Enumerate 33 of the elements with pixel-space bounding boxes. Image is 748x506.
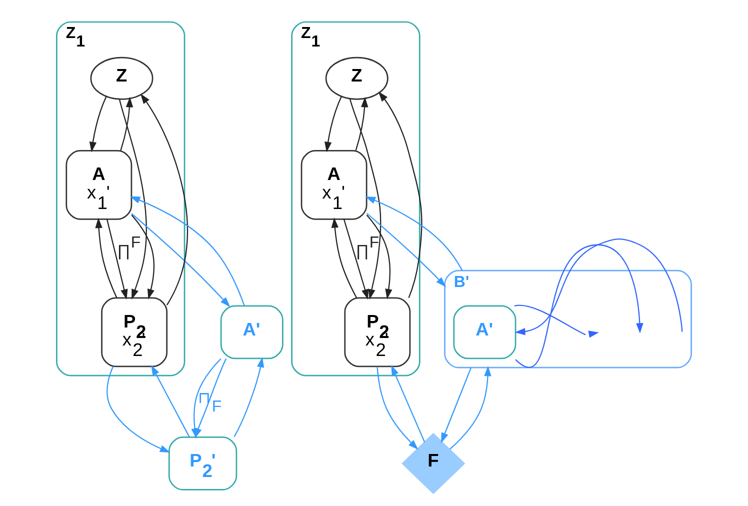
arrow — [355, 96, 368, 151]
arrow — [140, 94, 188, 306]
arrow — [118, 99, 147, 300]
arrow — [515, 244, 644, 368]
node-ellipse: Z — [90, 56, 154, 100]
arrow — [378, 91, 422, 298]
arrow — [131, 214, 155, 300]
arrow — [450, 366, 492, 450]
arrow — [131, 213, 230, 308]
arrow — [441, 367, 472, 444]
arrow — [514, 304, 599, 338]
arrow — [95, 218, 118, 298]
arrow — [343, 219, 369, 300]
arrow — [234, 356, 264, 438]
arrow — [349, 98, 382, 300]
arrow — [324, 96, 342, 152]
arrow — [130, 196, 245, 306]
arrow — [151, 365, 190, 438]
arrow — [194, 358, 227, 438]
arrow — [366, 214, 392, 300]
arrow — [331, 218, 358, 298]
arrow — [120, 96, 134, 151]
arrow — [514, 238, 683, 336]
node-box: A' — [220, 305, 284, 360]
node-box: A' — [453, 305, 516, 360]
arrow — [365, 196, 463, 271]
node-ellipse: Z — [325, 56, 388, 100]
arrow — [106, 366, 170, 453]
arrow — [391, 364, 426, 442]
arrow — [366, 212, 446, 288]
arrow — [106, 219, 128, 300]
arrow — [89, 96, 107, 152]
arrow — [376, 366, 418, 450]
